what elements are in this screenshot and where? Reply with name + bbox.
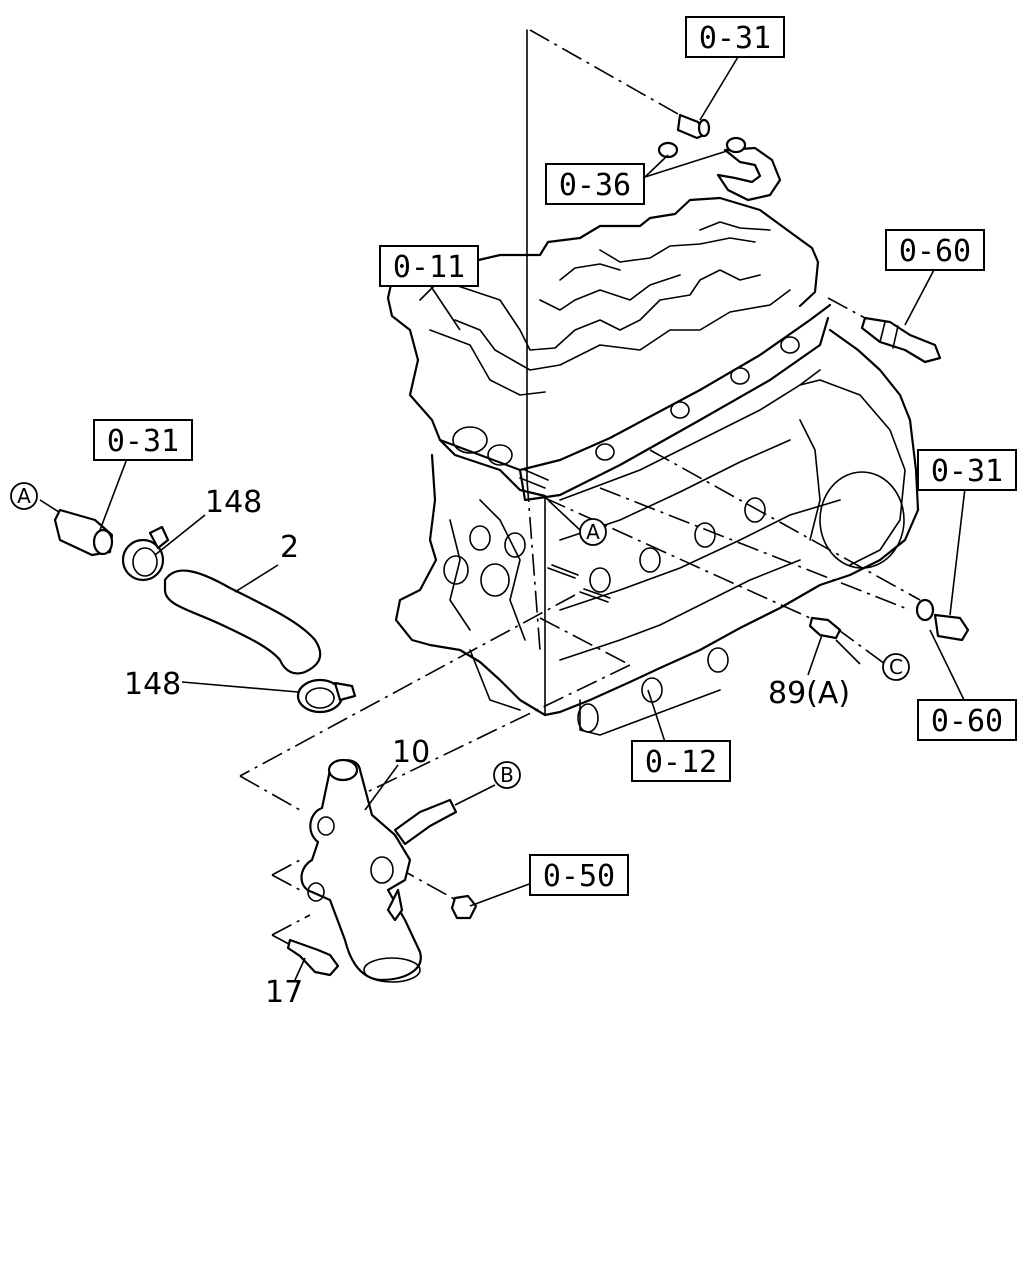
ref-box-r4[interactable]: 0-60 (885, 229, 985, 271)
svg-text:0-60: 0-60 (899, 234, 971, 269)
ref-box-r3[interactable]: 0-11 (379, 245, 479, 287)
nut-050 (450, 894, 478, 920)
plug-left (53, 508, 114, 557)
bolt-17 (286, 938, 340, 977)
bypass-hose (657, 136, 782, 202)
svg-text:0-31: 0-31 (699, 21, 771, 56)
part-label-2: 2 (280, 530, 299, 565)
ref-box-r9[interactable]: 0-50 (529, 854, 629, 896)
temperature-sensor (860, 316, 942, 364)
connector-b[interactable]: B (493, 761, 521, 789)
hose-clamp-lower (296, 678, 357, 714)
svg-text:0-31: 0-31 (107, 424, 179, 459)
ref-box-r6[interactable]: 0-31 (917, 449, 1017, 491)
part-label-17: 17 (265, 975, 303, 1010)
svg-text:0-60: 0-60 (931, 704, 1003, 739)
ref-box-r7[interactable]: 0-60 (917, 699, 1017, 741)
ref-box-r5[interactable]: 0-31 (93, 419, 193, 461)
leader-lines (99, 56, 966, 981)
plug-right (915, 598, 970, 642)
svg-text:0-31: 0-31 (931, 454, 1003, 489)
hose-clamp-upper (121, 525, 170, 582)
svg-text:A: A (17, 484, 31, 508)
ref-box-r2[interactable]: 0-36 (545, 163, 645, 205)
part-label-10: 10 (392, 735, 430, 770)
radiator-hose (163, 569, 322, 675)
water-outlet (300, 758, 458, 983)
svg-text:C: C (889, 655, 903, 679)
part-label-148-lower: 148 (124, 667, 181, 702)
part-label-148-upper: 148 (205, 485, 262, 520)
part-label-89a: 89(A) (768, 676, 850, 711)
connector-c[interactable]: C (882, 653, 910, 681)
connector-a-block[interactable]: A (579, 518, 607, 546)
ref-box-r8[interactable]: 0-12 (631, 740, 731, 782)
svg-text:0-36: 0-36 (559, 168, 631, 203)
assembly-lines (39, 29, 921, 951)
ref-box-r1[interactable]: 0-31 (685, 16, 785, 58)
svg-text:B: B (500, 763, 514, 787)
connector-a-left[interactable]: A (10, 482, 38, 510)
plug-top (676, 113, 711, 140)
svg-text:0-50: 0-50 (543, 859, 615, 894)
svg-text:A: A (586, 520, 600, 544)
fitting-89a (808, 616, 842, 640)
svg-text:0-11: 0-11 (393, 250, 465, 285)
svg-text:0-12: 0-12 (645, 745, 717, 780)
